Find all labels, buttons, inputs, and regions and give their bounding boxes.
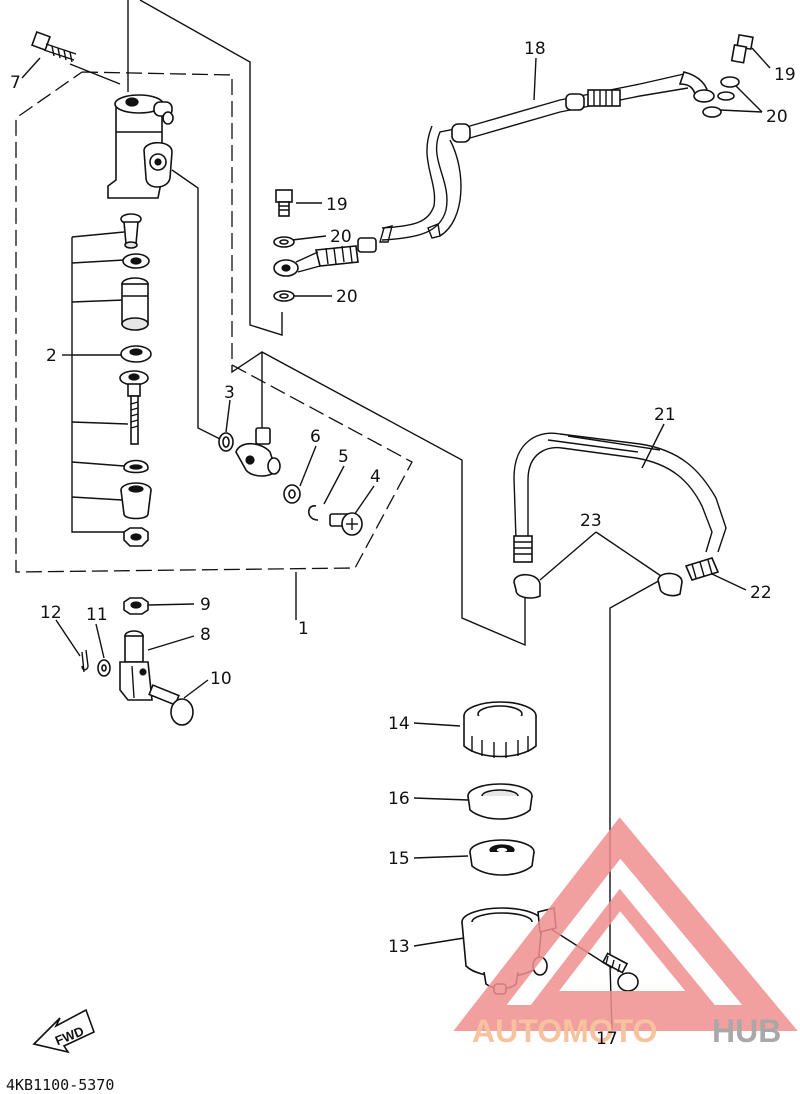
callout-20-left-lower: 20 (336, 287, 358, 307)
callout-20-left-upper: 20 (330, 227, 352, 247)
callout-21: 21 (654, 405, 676, 425)
screw-17 (601, 952, 639, 992)
watermark-logo: AUTOMOTO HUB (453, 817, 798, 1049)
callout-7: 7 (10, 73, 21, 93)
watermark-text-hub: HUB (712, 1013, 781, 1049)
plate-15 (469, 839, 535, 876)
banjo-bolts-washers (273, 33, 754, 302)
bolt-7 (31, 31, 77, 63)
callout-5: 5 (338, 447, 349, 467)
callout-9: 9 (200, 595, 211, 615)
piston-kit-2 (119, 213, 152, 547)
callout-11: 11 (86, 605, 108, 625)
fwd-arrow-icon: FWD (32, 1008, 96, 1054)
callout-19-left: 19 (326, 195, 348, 215)
callout-4: 4 (370, 467, 381, 487)
callout-10: 10 (210, 669, 232, 689)
callout-16: 16 (388, 789, 410, 809)
callout-12: 12 (40, 603, 62, 623)
diagram-code: 4KB1100-5370 (6, 1076, 114, 1094)
callout-20-right: 20 (766, 107, 788, 127)
callout-2: 2 (46, 346, 57, 366)
brake-hose-18 (273, 71, 715, 277)
clevis-parts (81, 597, 194, 726)
callout-19-right: 19 (774, 65, 796, 85)
fitting-parts (218, 427, 363, 536)
callout-13: 13 (388, 937, 410, 957)
reservoir-hose-21 (513, 432, 727, 599)
callout-15: 15 (388, 849, 410, 869)
callout-17: 17 (596, 1029, 618, 1049)
watermark-text-automoto: AUTOMOTO (472, 1013, 657, 1049)
callout-3: 3 (224, 383, 235, 403)
diaphragm-16 (467, 783, 533, 820)
callout-1: 1 (298, 619, 309, 639)
callout-23: 23 (580, 511, 602, 531)
master-cylinder-body (107, 94, 174, 199)
callout-22: 22 (750, 583, 772, 603)
callout-labels: 1 2 3 4 5 6 7 8 9 10 11 12 13 14 15 16 1… (10, 39, 796, 1049)
callout-14: 14 (388, 714, 410, 734)
callout-8: 8 (200, 625, 211, 645)
assembly-outline (15, 71, 413, 573)
callout-18: 18 (524, 39, 546, 59)
reservoir-cap-14 (463, 701, 537, 758)
callout-6: 6 (310, 427, 321, 447)
